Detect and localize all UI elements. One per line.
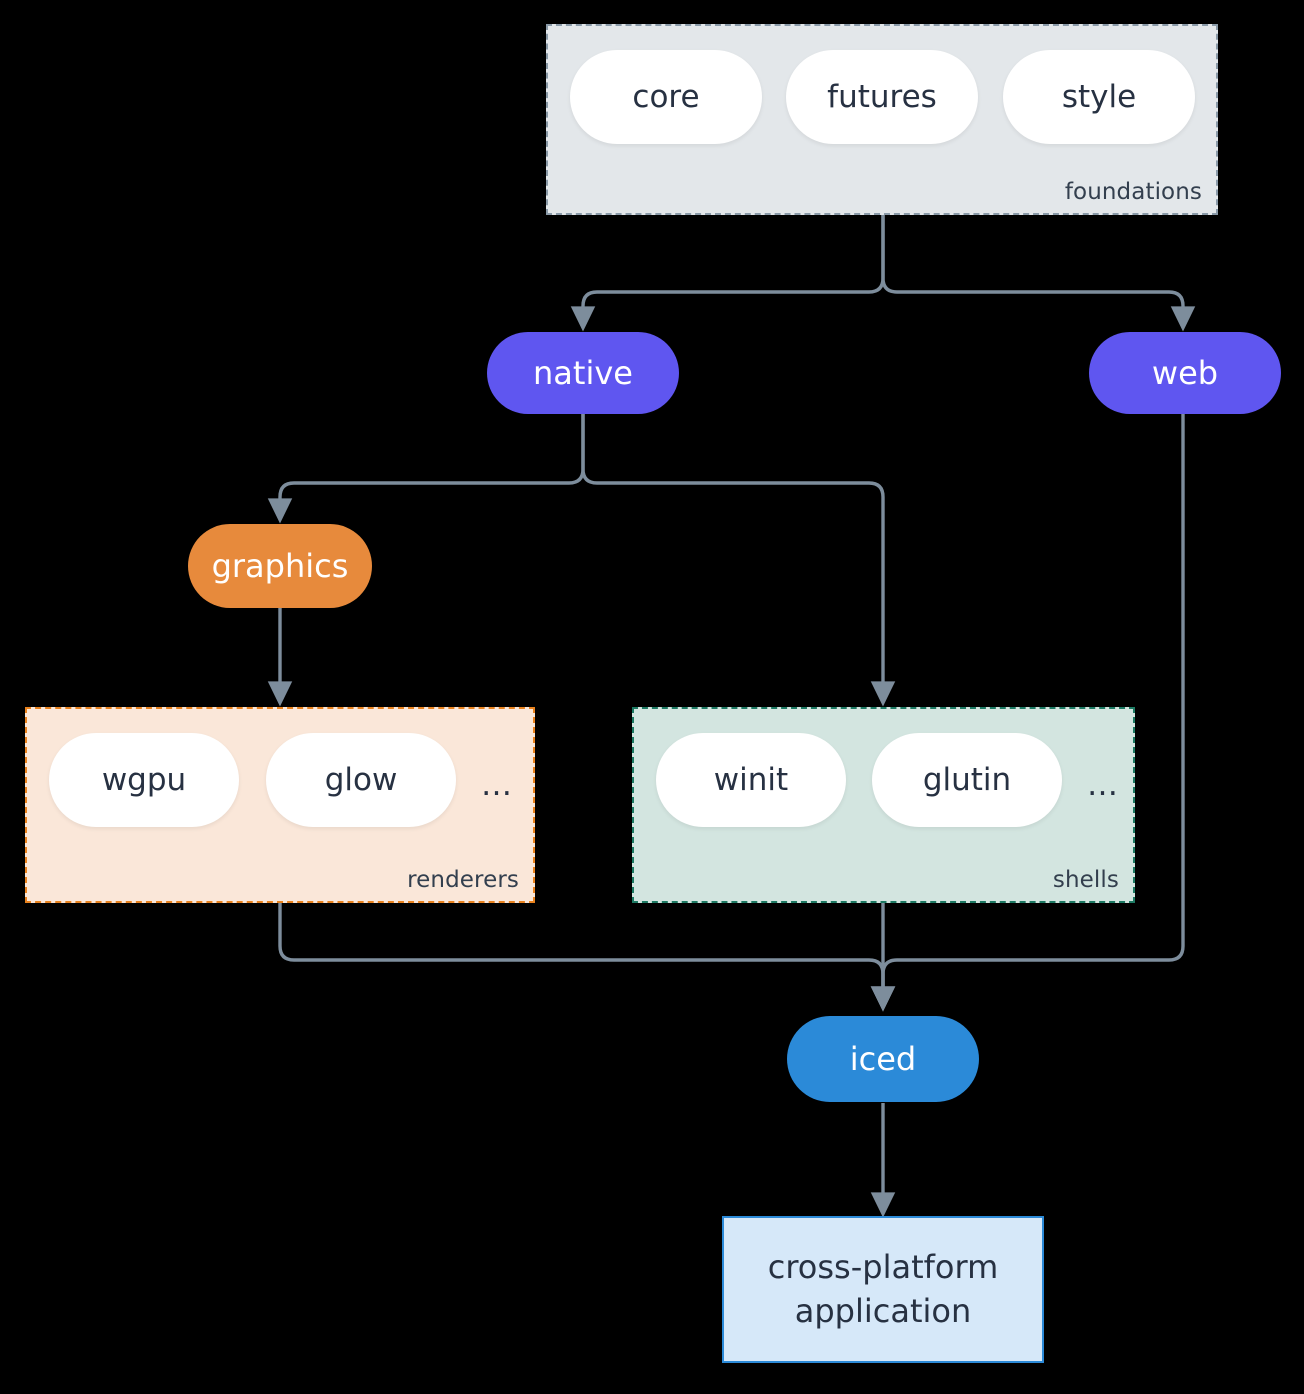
application-line-1: cross-platform: [767, 1248, 999, 1287]
edge-native-graphics: [267, 414, 585, 524]
edge-foundations-native: [570, 215, 885, 332]
node-shells-more: …: [1087, 767, 1118, 803]
edge-native-shells: [581, 414, 896, 707]
edge-renderers-iced: [278, 903, 896, 1012]
cluster-foundations-label: foundations: [1064, 179, 1202, 205]
node-winit[interactable]: winit: [656, 733, 846, 827]
node-renderers-more: …: [481, 767, 512, 803]
node-futures[interactable]: futures: [786, 50, 978, 144]
node-style[interactable]: style: [1003, 50, 1195, 144]
application-line-2: application: [794, 1291, 972, 1330]
node-glutin[interactable]: glutin: [872, 733, 1062, 827]
node-cross-platform-application[interactable]: cross-platform application: [722, 1216, 1044, 1363]
edge-foundations-web: [881, 215, 1196, 332]
node-iced[interactable]: iced: [787, 1016, 979, 1102]
node-glow[interactable]: glow: [266, 733, 456, 827]
node-native[interactable]: native: [487, 332, 679, 414]
node-core[interactable]: core: [570, 50, 762, 144]
node-wgpu[interactable]: wgpu: [49, 733, 239, 827]
node-graphics[interactable]: graphics: [188, 524, 372, 608]
cluster-shells-label: shells: [1052, 867, 1119, 893]
cluster-renderers-label: renderers: [407, 867, 519, 893]
node-web[interactable]: web: [1089, 332, 1281, 414]
